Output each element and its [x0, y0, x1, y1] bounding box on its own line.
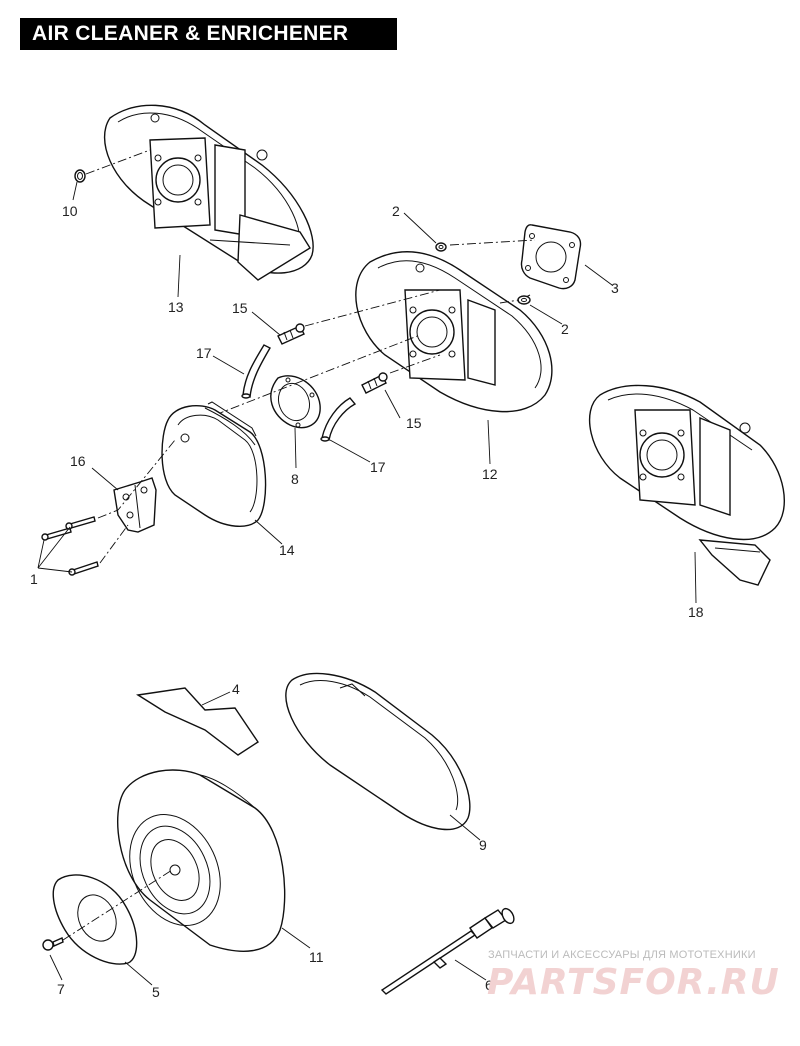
callout-1: 1: [30, 571, 38, 587]
part-15-breather-bolt-upper[interactable]: [277, 323, 305, 345]
part-18-backplate[interactable]: [588, 384, 786, 586]
callout-16: 16: [70, 453, 86, 469]
watermark-tagline: ЗАПЧАСТИ И АКСЕССУАРЫ ДЛЯ МОТОТЕХНИКИ: [488, 949, 756, 961]
part-17-breather-hose-lower[interactable]: [320, 397, 357, 442]
callout-11: 11: [309, 949, 324, 965]
callout-12: 12: [482, 466, 498, 482]
part-3-gasket[interactable]: [520, 224, 582, 290]
part-15-breather-bolt-lower[interactable]: [361, 372, 388, 394]
callout-10: 10: [62, 203, 78, 219]
watermark-logo: PARTSFOR.RU: [487, 962, 780, 1003]
part-10-o-ring[interactable]: [74, 169, 86, 183]
leader-lines: [37, 181, 697, 986]
part-14-filter-element[interactable]: [161, 401, 267, 527]
callout-5: 5: [152, 984, 160, 1000]
part-2-washer-lower[interactable]: [517, 295, 531, 305]
part-4-insert[interactable]: [136, 687, 259, 756]
callout-3: 3: [611, 280, 619, 296]
part-12-backplate[interactable]: [355, 251, 553, 413]
callout-17-upper: 17: [196, 345, 212, 361]
callout-14: 14: [279, 542, 295, 558]
part-7-screw[interactable]: [42, 937, 64, 951]
callout-7: 7: [57, 981, 65, 997]
callout-15-lower: 15: [406, 415, 422, 431]
callout-15-upper: 15: [232, 300, 248, 316]
callout-2-upper: 2: [392, 203, 400, 219]
callout-17-lower: 17: [370, 459, 386, 475]
part-11-cover[interactable]: [112, 769, 286, 952]
callout-2-lower: 2: [561, 321, 569, 337]
callout-8: 8: [291, 471, 299, 487]
callout-4: 4: [232, 681, 240, 697]
part-9-trim-ring[interactable]: [285, 672, 471, 831]
callout-18: 18: [688, 604, 704, 620]
callout-9: 9: [479, 837, 487, 853]
callout-6: 6: [485, 977, 493, 993]
part-17-breather-hose-upper[interactable]: [241, 344, 271, 399]
part-6-enrichener-cable[interactable]: [380, 907, 516, 995]
callout-13: 13: [168, 299, 184, 315]
diagram-title: AIR CLEANER & ENRICHENER: [20, 18, 397, 50]
part-1-screws[interactable]: [41, 516, 99, 576]
part-2-washer-upper[interactable]: [435, 242, 447, 252]
part-13-backplate[interactable]: [103, 104, 314, 281]
part-16-bracket[interactable]: [113, 477, 157, 533]
